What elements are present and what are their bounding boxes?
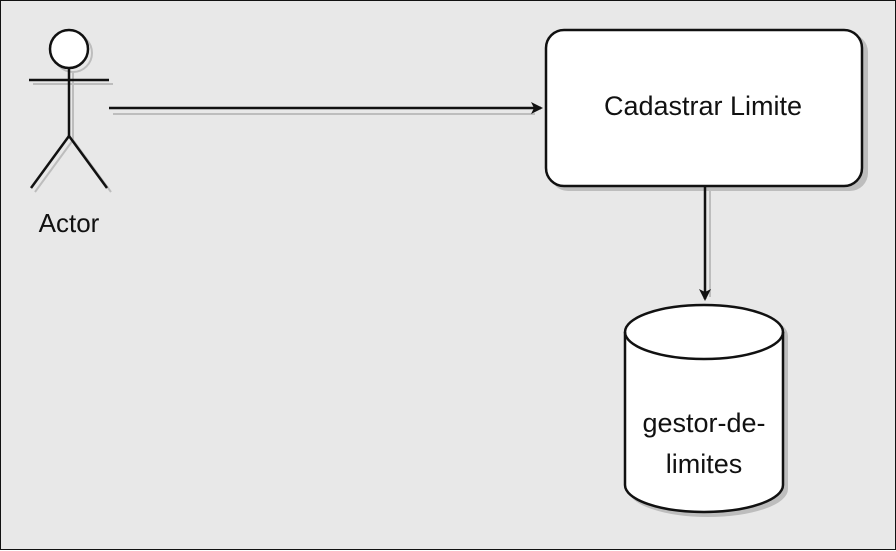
actor-left-leg <box>29 135 71 189</box>
datastore-label-line1: gestor-de- <box>642 408 765 438</box>
actor-to-process-arrow[interactable] <box>109 102 543 115</box>
actor-figure[interactable] <box>29 28 113 193</box>
datastore-label-line2: limites <box>666 449 743 479</box>
process-to-datastore-arrow[interactable] <box>699 187 711 301</box>
actor-head <box>48 28 90 70</box>
actor-right-leg <box>67 135 109 189</box>
actor-label: Actor <box>39 208 100 238</box>
datastore-cylinder[interactable] <box>623 303 788 517</box>
process-box[interactable] <box>544 28 868 191</box>
process-label: Cadastrar Limite <box>604 91 802 121</box>
